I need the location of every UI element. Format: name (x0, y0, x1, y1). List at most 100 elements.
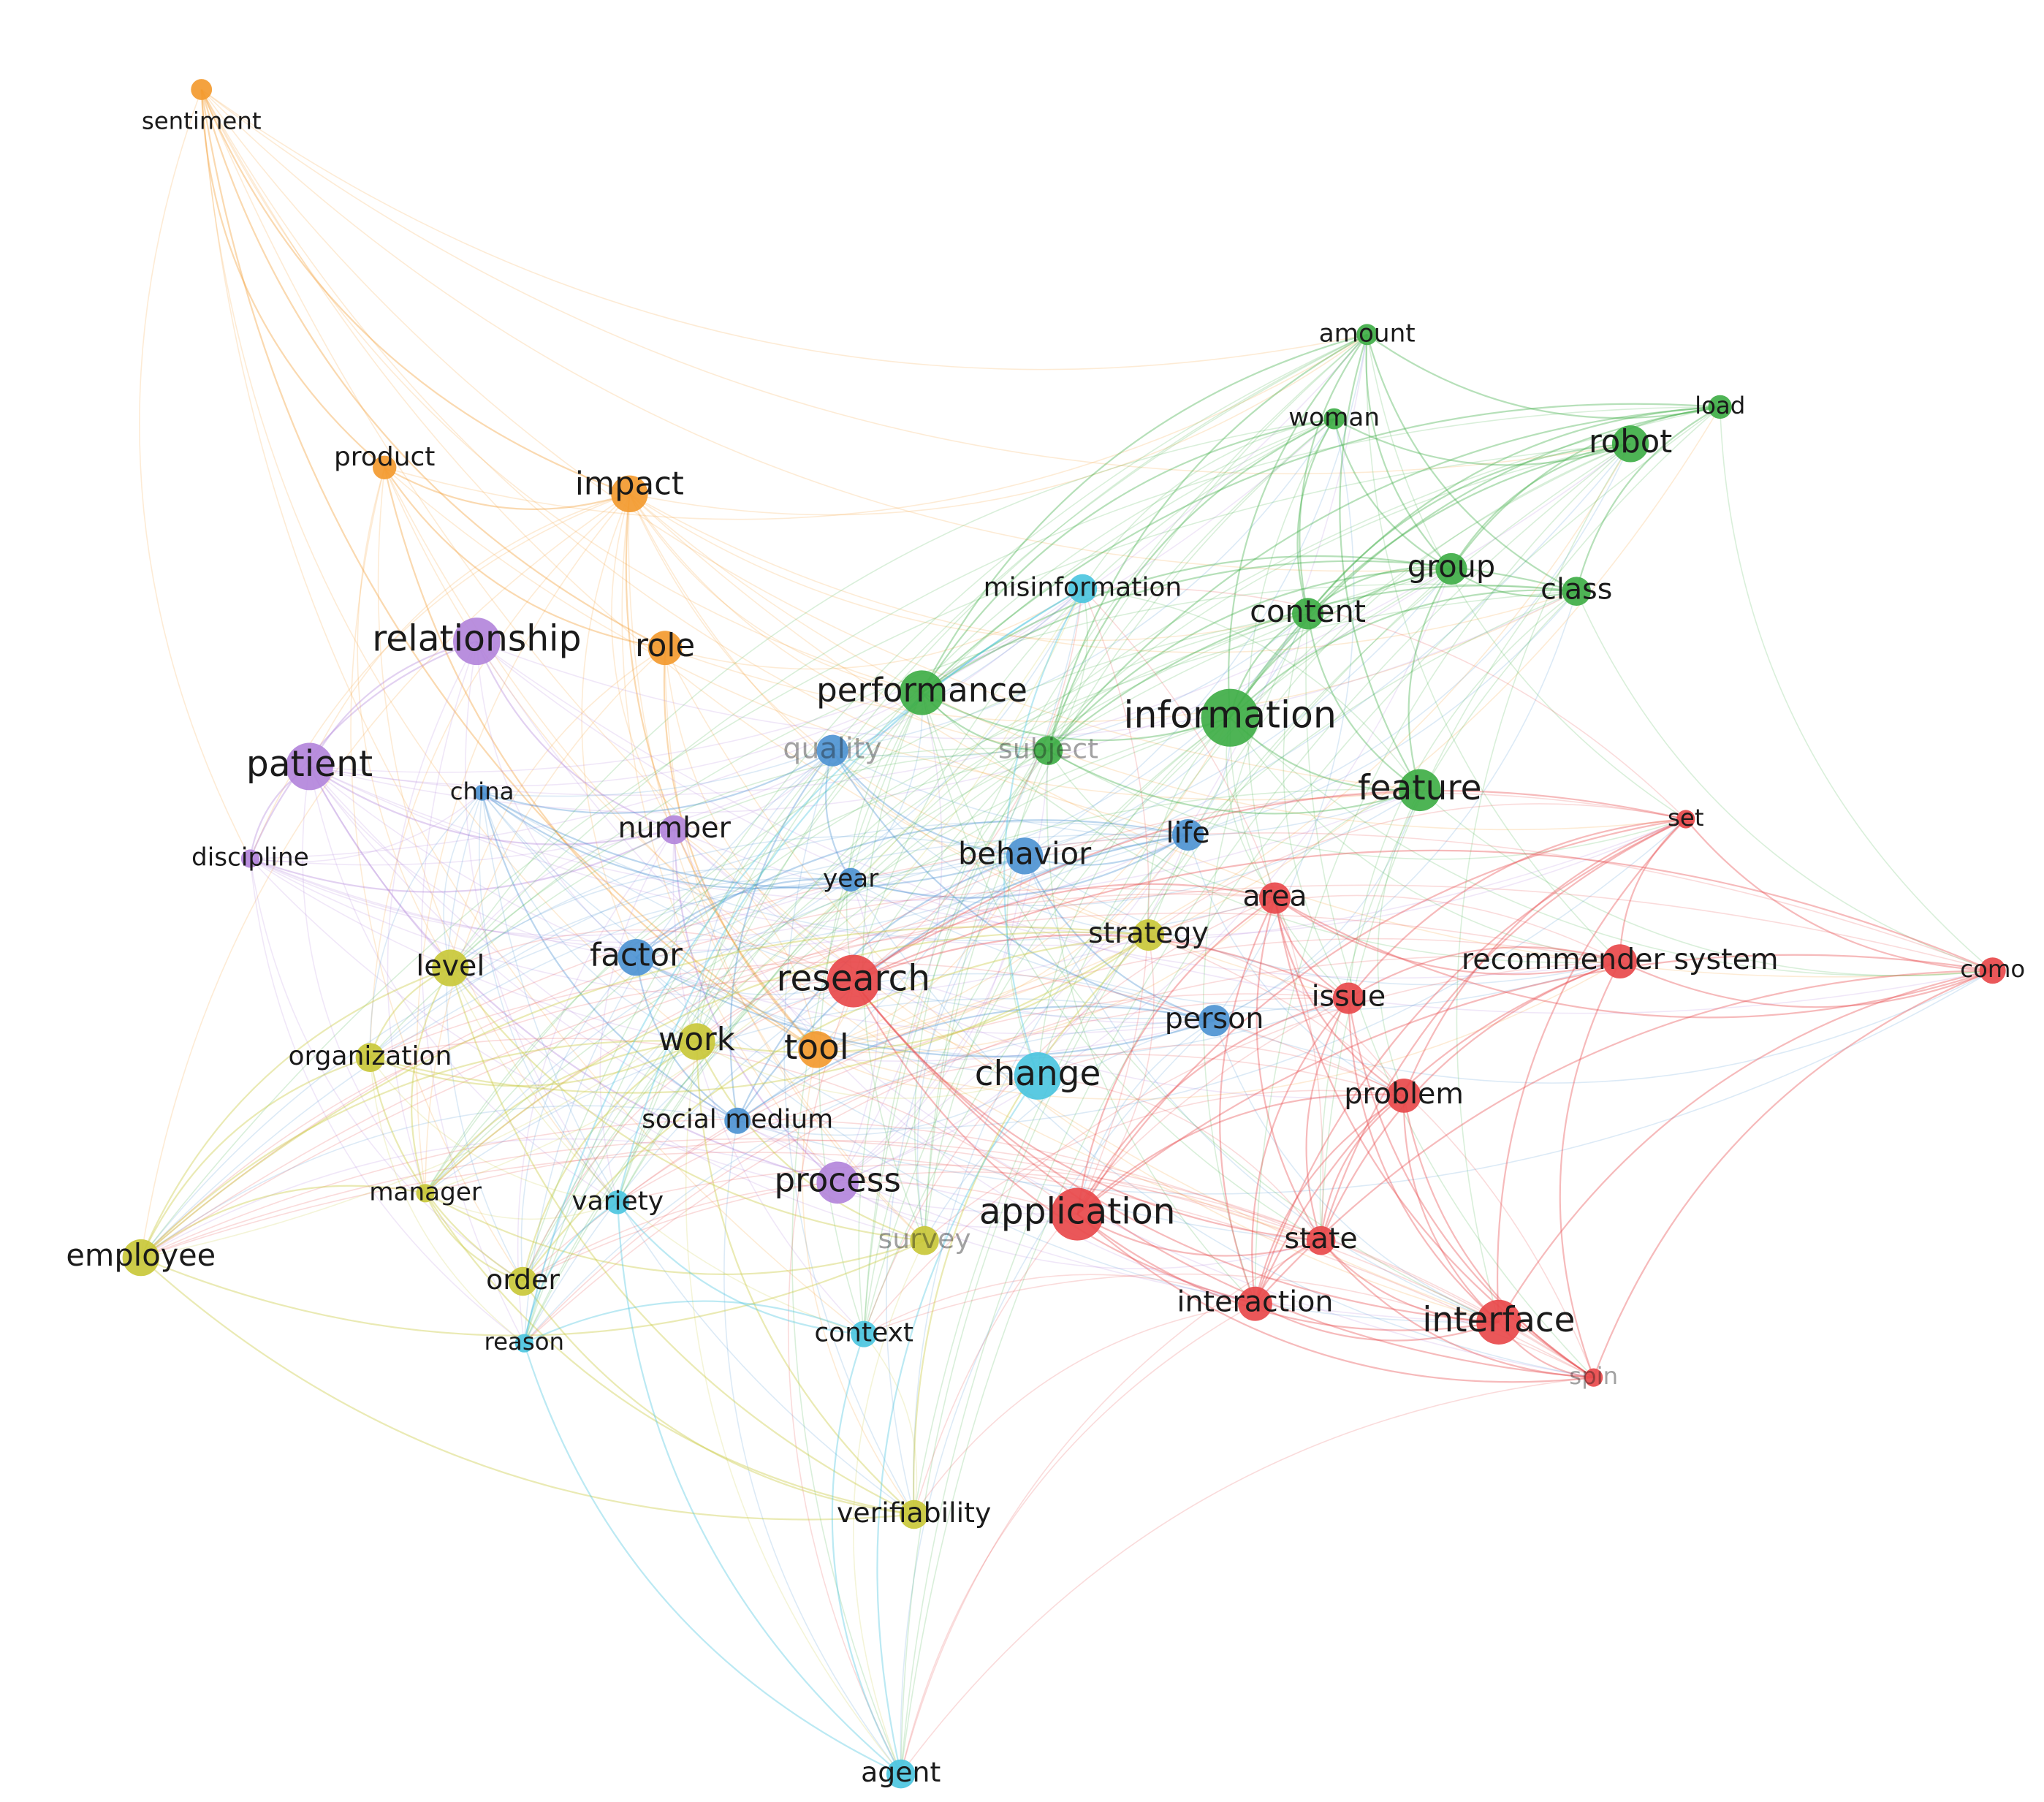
label-number[interactable]: number (618, 811, 731, 845)
node-content[interactable] (1292, 598, 1324, 630)
node-level[interactable] (432, 949, 469, 986)
label-como[interactable]: como (1960, 955, 2025, 983)
label-information[interactable]: information (1123, 693, 1336, 737)
node-role[interactable] (647, 631, 683, 666)
label-load[interactable]: load (1695, 392, 1745, 419)
label-tool[interactable]: tool (784, 1027, 849, 1068)
node-impact[interactable] (611, 475, 648, 512)
node-agent[interactable] (886, 1759, 916, 1789)
node-feature[interactable] (1399, 769, 1441, 812)
label-interface[interactable]: interface (1422, 1300, 1575, 1340)
label-woman[interactable]: woman (1288, 403, 1380, 433)
node-problem[interactable] (1386, 1079, 1421, 1113)
label-subject[interactable]: subject (998, 733, 1098, 765)
node-work[interactable] (678, 1023, 715, 1060)
label-problem[interactable]: problem (1344, 1077, 1464, 1111)
node-discipline[interactable] (240, 849, 259, 868)
node-research[interactable] (827, 954, 880, 1008)
label-employee[interactable]: employee (66, 1237, 216, 1273)
label-level[interactable]: level (416, 949, 485, 983)
node-china[interactable] (474, 785, 490, 801)
node-woman[interactable] (1323, 408, 1345, 430)
node-robot[interactable] (1611, 425, 1649, 463)
label-social-medium[interactable]: social medium (642, 1105, 833, 1135)
label-robot[interactable]: robot (1589, 424, 1672, 460)
node-application[interactable] (1051, 1187, 1104, 1241)
label-recommender-system[interactable]: recommender system (1462, 943, 1779, 976)
node-factor[interactable] (618, 939, 655, 976)
label-area[interactable]: area (1242, 880, 1307, 913)
node-year[interactable] (839, 867, 863, 892)
label-issue[interactable]: issue (1312, 980, 1386, 1014)
node-set[interactable] (1676, 810, 1695, 829)
node-survey[interactable] (910, 1225, 939, 1255)
node-interaction[interactable] (1238, 1286, 1272, 1321)
label-person[interactable]: person (1165, 1002, 1264, 1035)
node-reason[interactable] (514, 1334, 533, 1353)
node-person[interactable] (1198, 1005, 1231, 1037)
label-product[interactable]: product (334, 442, 435, 472)
node-life[interactable] (1172, 819, 1204, 851)
label-patient[interactable]: patient (246, 744, 373, 785)
node-quality[interactable] (816, 734, 848, 767)
label-class[interactable]: class (1540, 573, 1612, 607)
node-organization[interactable] (355, 1043, 385, 1072)
node-misinformation[interactable] (1068, 574, 1098, 604)
node-verifiability[interactable] (899, 1499, 929, 1529)
node-sentiment[interactable] (191, 79, 213, 100)
node-employee[interactable] (122, 1239, 159, 1277)
node-behavior[interactable] (1006, 837, 1044, 875)
node-group[interactable] (1435, 552, 1467, 585)
label-state[interactable]: state (1284, 1222, 1357, 1255)
label-work[interactable]: work (658, 1022, 735, 1058)
node-social-medium[interactable] (724, 1107, 751, 1134)
label-factor[interactable]: factor (590, 938, 683, 974)
label-quality[interactable]: quality (783, 732, 881, 766)
label-process[interactable]: process (775, 1160, 901, 1199)
label-role[interactable]: role (635, 628, 695, 664)
node-class[interactable] (1562, 577, 1591, 606)
node-issue[interactable] (1332, 982, 1364, 1014)
label-amount[interactable]: amount (1319, 319, 1416, 348)
node-manager[interactable] (416, 1184, 435, 1203)
label-organization[interactable]: organization (288, 1041, 452, 1071)
label-agent[interactable]: agent (861, 1756, 941, 1788)
label-relationship[interactable]: relationship (372, 619, 581, 660)
label-variety[interactable]: variety (571, 1186, 664, 1216)
label-china[interactable]: china (450, 778, 514, 805)
label-sentiment[interactable]: sentiment (142, 107, 262, 135)
label-manager[interactable]: manager (369, 1177, 482, 1206)
label-change[interactable]: change (975, 1054, 1101, 1094)
node-order[interactable] (508, 1266, 538, 1296)
label-research[interactable]: research (776, 959, 930, 1000)
node-area[interactable] (1258, 882, 1291, 914)
label-group[interactable]: group (1407, 549, 1496, 585)
node-variety[interactable] (606, 1190, 630, 1214)
node-number[interactable] (659, 815, 689, 845)
label-content[interactable]: content (1250, 593, 1366, 629)
label-set[interactable]: set (1668, 804, 1704, 832)
label-application[interactable]: application (979, 1192, 1176, 1233)
label-strategy[interactable]: strategy (1088, 916, 1209, 950)
label-misinformation[interactable]: misinformation (984, 573, 1182, 603)
node-spin[interactable] (1584, 1368, 1603, 1387)
node-change[interactable] (1014, 1052, 1062, 1100)
label-verifiability[interactable]: verifiability (837, 1497, 991, 1529)
node-context[interactable] (851, 1320, 878, 1347)
label-feature[interactable]: feature (1358, 768, 1481, 808)
node-interface[interactable] (1476, 1299, 1521, 1345)
node-tool[interactable] (798, 1031, 835, 1068)
node-amount[interactable] (1356, 324, 1378, 346)
node-performance[interactable] (899, 670, 945, 715)
node-recommender-system[interactable] (1603, 944, 1638, 978)
node-information[interactable] (1201, 688, 1259, 747)
label-interaction[interactable]: interaction (1177, 1285, 1333, 1319)
node-strategy[interactable] (1132, 919, 1165, 951)
label-year[interactable]: year (823, 864, 879, 893)
label-spin[interactable]: spin (1569, 1362, 1618, 1390)
label-order[interactable]: order (486, 1263, 560, 1296)
node-como[interactable] (1979, 957, 2006, 984)
label-life[interactable]: life (1166, 816, 1209, 850)
node-subject[interactable] (1033, 736, 1063, 765)
node-load[interactable] (1708, 395, 1732, 419)
